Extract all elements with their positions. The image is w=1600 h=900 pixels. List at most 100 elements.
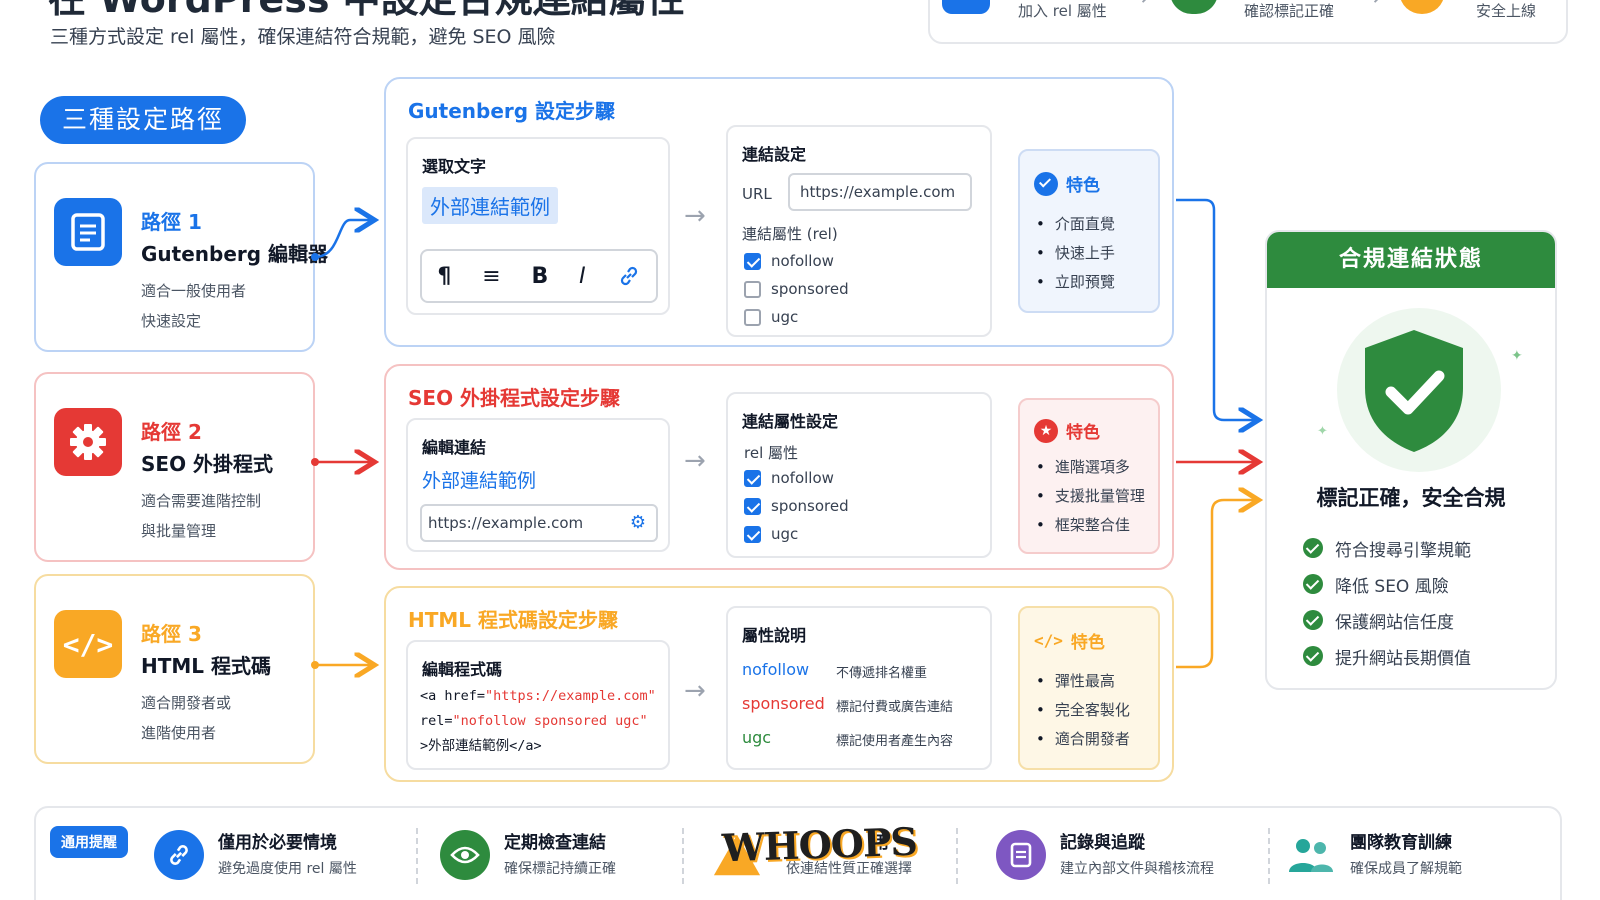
checkbox[interactable] bbox=[744, 525, 761, 543]
align-icon[interactable]: ≡ bbox=[482, 263, 501, 289]
panel-title: SEO 外掛程式設定步驟 bbox=[408, 386, 621, 410]
italic-button[interactable]: I bbox=[579, 263, 586, 289]
route-name: 路徑 3 bbox=[141, 622, 202, 646]
code-block[interactable]: <a href="https://example.com" rel="nofol… bbox=[420, 688, 656, 754]
check-icon bbox=[1303, 610, 1323, 630]
check-icon bbox=[1303, 646, 1323, 666]
route-name: 路徑 2 bbox=[141, 420, 202, 444]
checkbox[interactable] bbox=[744, 308, 761, 326]
route-card-html-code[interactable]: </> 路徑 3 HTML 程式碼 適合開發者或 進階使用者 bbox=[34, 574, 315, 764]
list-item: 進階選項多 bbox=[1036, 456, 1145, 485]
route-desc: 適合需要進階控制 與批量管理 bbox=[141, 492, 262, 540]
route-title: SEO 外掛程式 bbox=[141, 452, 274, 476]
rel-option[interactable]: sponsored bbox=[744, 275, 849, 303]
paragraph-icon[interactable]: ¶ bbox=[437, 263, 452, 289]
team-icon bbox=[1286, 830, 1336, 880]
eye-icon bbox=[440, 830, 490, 880]
routes-label: 三種設定路徑 bbox=[40, 96, 246, 144]
feature-list: 彈性最高 完全客製化 適合開發者 bbox=[1036, 670, 1130, 757]
document-icon bbox=[54, 198, 122, 266]
check-icon bbox=[1303, 538, 1323, 558]
list-item: 保護網站信任度 bbox=[1303, 602, 1471, 638]
code-icon: </> bbox=[54, 610, 122, 678]
rel-option[interactable]: ugc bbox=[744, 520, 849, 548]
tip-title: 團隊教育訓練 bbox=[1350, 833, 1452, 853]
rel-options: nofollow sponsored ugc bbox=[744, 464, 849, 548]
flow-bar: 加入 rel 屬性 → 確認標記正確 → 安全上線 bbox=[928, 0, 1568, 44]
list-item: 完全客製化 bbox=[1036, 699, 1130, 728]
code-card: 編輯程式碼 <a href="https://example.com" rel=… bbox=[406, 640, 670, 770]
status-headline: 標記正確，安全合規 bbox=[1316, 486, 1506, 510]
list-item: 介面直覺 bbox=[1036, 213, 1115, 242]
url-input[interactable]: https://example.com bbox=[788, 173, 972, 211]
feature-box: </> 特色 彈性最高 完全客製化 適合開發者 bbox=[1018, 606, 1160, 770]
route-card-seo-plugin[interactable]: 路徑 2 SEO 外掛程式 適合需要進階控制 與批量管理 bbox=[34, 372, 315, 562]
connector-out-orange bbox=[1176, 500, 1256, 669]
card-title: 編輯程式碼 bbox=[422, 660, 503, 679]
rel-options: nofollow sponsored ugc bbox=[744, 247, 849, 331]
page-subtitle: 三種方式設定 rel 屬性，確保連結符合規範，避免 SEO 風險 bbox=[50, 26, 556, 48]
checkbox[interactable] bbox=[744, 280, 761, 298]
check-icon bbox=[1303, 574, 1323, 594]
rel-option[interactable]: sponsored bbox=[744, 492, 849, 520]
list-item: 框架整合佳 bbox=[1036, 514, 1145, 543]
list-item: 支援批量管理 bbox=[1036, 485, 1145, 514]
rocket-icon bbox=[1400, 0, 1444, 14]
attr-row: nofollow 不傳遞排名權重 bbox=[742, 660, 928, 681]
divider bbox=[956, 828, 958, 884]
checkbox[interactable] bbox=[744, 497, 761, 515]
status-list: 符合搜尋引擎規範 降低 SEO 風險 保護網站信任度 提升網站長期價值 bbox=[1303, 530, 1471, 674]
check-circle-icon bbox=[1034, 171, 1058, 196]
connector-out-blue bbox=[1176, 198, 1256, 420]
list-item: 立即預覽 bbox=[1036, 271, 1115, 300]
arrow-right-icon: → bbox=[684, 446, 706, 476]
link-settings-card: 連結設定 URL https://example.com 連結屬性 (rel) … bbox=[726, 125, 992, 337]
edit-link-card: 編輯連結 外部連結範例 https://example.com ⚙ bbox=[406, 418, 670, 552]
feature-list: 進階選項多 支援批量管理 框架整合佳 bbox=[1036, 456, 1145, 543]
link-text[interactable]: 外部連結範例 bbox=[422, 470, 537, 492]
link-icon[interactable] bbox=[617, 264, 641, 288]
arrow-right-icon: → bbox=[1362, 0, 1380, 11]
block-toolbar: ¶ ≡ B I bbox=[420, 249, 658, 303]
page-title: 在 WordPress 中設定合規連結屬性 bbox=[48, 0, 685, 23]
status-header: 合規連結狀態 bbox=[1267, 232, 1555, 288]
gear-icon[interactable]: ⚙ bbox=[629, 512, 646, 533]
panel-title: HTML 程式碼設定步驟 bbox=[408, 608, 618, 632]
tip-title: 記錄與追蹤 bbox=[1060, 833, 1145, 853]
route-title: Gutenberg 編輯器 bbox=[141, 242, 329, 266]
attr-row: ugc 標記使用者產生內容 bbox=[742, 728, 954, 749]
url-input[interactable]: https://example.com ⚙ bbox=[420, 504, 658, 542]
rel-label: 連結屬性 (rel) bbox=[742, 225, 838, 243]
selected-text[interactable]: 外部連結範例 bbox=[422, 187, 558, 224]
rel-option[interactable]: nofollow bbox=[744, 247, 849, 275]
card-title: 連結設定 bbox=[742, 145, 807, 164]
link-icon bbox=[154, 830, 204, 880]
gear-icon bbox=[54, 408, 122, 476]
url-label: URL bbox=[742, 185, 772, 203]
tip-title: 用 bbox=[872, 833, 889, 853]
list-item: 符合搜尋引擎規範 bbox=[1303, 530, 1471, 566]
rel-option[interactable]: nofollow bbox=[744, 464, 849, 492]
route-name: 路徑 1 bbox=[141, 210, 202, 234]
checkbox[interactable] bbox=[744, 469, 761, 487]
feature-title: 特色 bbox=[1070, 633, 1105, 653]
seo-plugin-panel: SEO 外掛程式設定步驟 編輯連結 外部連結範例 https://example… bbox=[384, 364, 1174, 570]
rel-option[interactable]: ugc bbox=[744, 303, 849, 331]
panel-title: Gutenberg 設定步驟 bbox=[408, 99, 616, 123]
checkbox[interactable] bbox=[744, 252, 761, 270]
bold-button[interactable]: B bbox=[531, 263, 549, 289]
compliance-status-card: 合規連結狀態 ✦ ✦ 標記正確，安全合規 符合搜尋引擎規範 降低 SEO 風險 … bbox=[1265, 230, 1557, 690]
feature-list: 介面直覺 快速上手 立即預覽 bbox=[1036, 213, 1115, 300]
connector-gutenberg bbox=[314, 220, 372, 259]
document-icon bbox=[996, 830, 1046, 880]
tip-desc: 依連結性質正確選擇 bbox=[786, 861, 912, 877]
flow-step-1: 加入 rel 屬性 bbox=[1018, 2, 1107, 20]
flow-step-3: 安全上線 bbox=[1476, 2, 1537, 20]
sparkle-icon: ✦ bbox=[1317, 424, 1328, 439]
card-title: 選取文字 bbox=[422, 157, 487, 176]
feature-box: 特色 介面直覺 快速上手 立即預覽 bbox=[1018, 149, 1160, 313]
attr-desc-card: 屬性說明 nofollow 不傳遞排名權重 sponsored 標記付費或廣告連… bbox=[726, 606, 992, 770]
card-title: 屬性說明 bbox=[742, 626, 807, 645]
route-card-gutenberg[interactable]: 路徑 1 Gutenberg 編輯器 適合一般使用者 快速設定 bbox=[34, 162, 328, 352]
